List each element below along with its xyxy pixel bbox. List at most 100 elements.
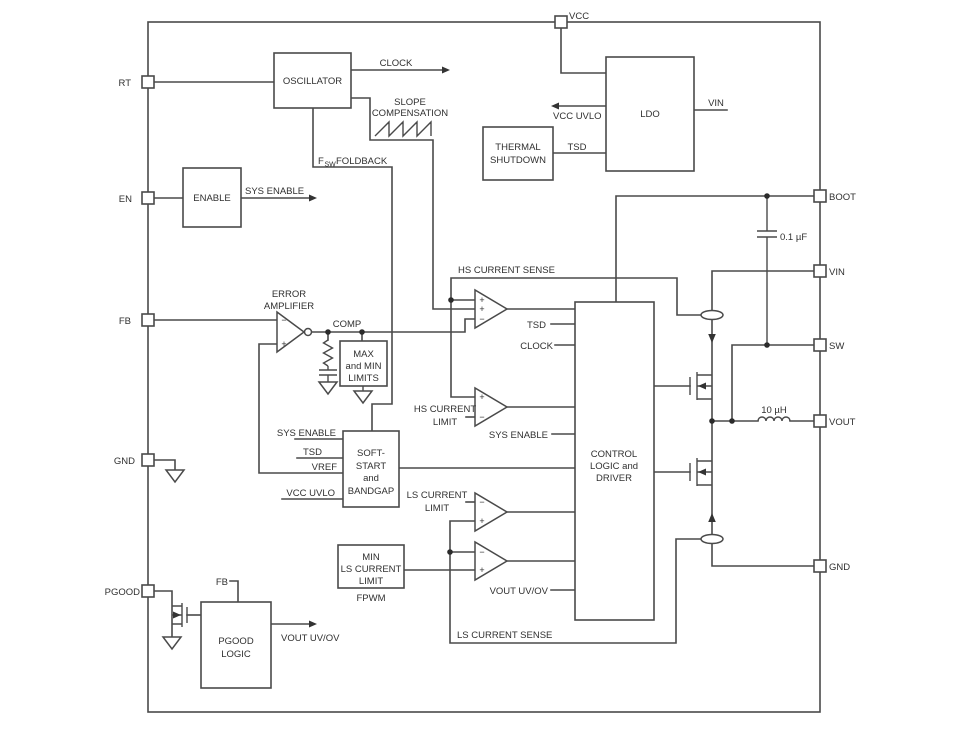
- inductor-label: 10 µH: [761, 405, 787, 416]
- ls-mosfet-icon: [689, 458, 712, 486]
- clock-label: CLOCK: [380, 58, 413, 69]
- tsd-ldo-label: TSD: [568, 142, 587, 153]
- pin-boot: [813, 189, 827, 203]
- error-amp-triangle: [276, 310, 306, 354]
- vcc-uvlo-arrow-icon: [551, 102, 559, 110]
- wire-boot: [615, 195, 815, 303]
- wire-slope-comp: [350, 97, 476, 310]
- ground-icon: [317, 381, 339, 396]
- wire-pgood-fb: [229, 580, 239, 603]
- error-amplifier: − +: [276, 310, 313, 354]
- pwm-comparator-triangle: [474, 288, 509, 330]
- max-min-limits-label: and MIN: [346, 361, 382, 372]
- oscillator-box: [273, 52, 352, 109]
- pgood-logic-label: PGOOD: [218, 636, 254, 647]
- pin-vout-label: VOUT: [829, 417, 856, 428]
- soft-start-bandgap-block: SOFT- START and BANDGAP: [342, 430, 400, 508]
- min-ls-limit-label: LS CURRENT: [341, 564, 402, 575]
- vout-uvov-arrow-icon: [309, 620, 317, 628]
- hs-current-arrow-icon: [708, 334, 716, 343]
- wire-gnd-left: [153, 459, 176, 471]
- fsw-foldback-label: F: [318, 156, 324, 167]
- ss-vcc-uvlo-label: VCC UVLO: [286, 488, 335, 499]
- ls-current-limit-comparator: − +: [474, 491, 509, 533]
- junction-dot: [448, 297, 454, 303]
- control-logic-label: LOGIC and: [590, 461, 638, 472]
- plus-sign: +: [479, 392, 484, 402]
- error-amp-output-bubble: [303, 327, 313, 337]
- pin-vin: [813, 264, 827, 278]
- pin-fb-label: FB: [119, 316, 131, 327]
- vin-ldo-label: VIN: [708, 98, 724, 109]
- plus-sign: +: [479, 516, 484, 526]
- minus-sign: −: [281, 315, 286, 325]
- oscillator-label: OSCILLATOR: [283, 76, 342, 87]
- pin-vcc-label: VCC: [569, 11, 589, 22]
- soft-start-bandgap-box: [342, 430, 400, 508]
- min-ls-limit-label: MIN: [362, 552, 380, 563]
- hs-mosfet-icon: [689, 372, 712, 400]
- pin-gnd-right: [813, 559, 827, 573]
- junction-dot: [764, 342, 770, 348]
- ldo-block: LDO: [605, 56, 695, 172]
- sys-enable-in-label: SYS ENABLE: [489, 430, 548, 441]
- fsw-foldback-label: FOLDBACK: [336, 156, 388, 167]
- soft-start-label: START: [356, 461, 386, 472]
- boot-capacitor-icon: [757, 196, 777, 345]
- pin-boot-label: BOOT: [829, 192, 856, 203]
- pin-pgood-label: PGOOD: [105, 587, 141, 598]
- sys-enable-arrow-icon: [309, 194, 317, 202]
- fsw-foldback-sub: SW: [325, 162, 337, 169]
- minus-sign: −: [479, 547, 484, 557]
- control-logic-box: [574, 301, 655, 621]
- hs-current-sense-label: HS CURRENT SENSE: [458, 265, 555, 276]
- junction-dots: [325, 193, 770, 555]
- pin-rt: [141, 75, 155, 89]
- clock-arrow-icon: [442, 66, 450, 74]
- min-ls-current-limit-box: [337, 544, 405, 589]
- pin-gnd-left-label: GND: [114, 456, 135, 467]
- control-logic-label: CONTROL: [591, 449, 637, 460]
- pin-rt-label: RT: [119, 78, 132, 89]
- pgood-vout-uvov-label: VOUT UV/OV: [281, 633, 340, 644]
- ls-current-limit-label: LIMIT: [425, 503, 449, 514]
- hs-current-limit-comparator: + −: [474, 386, 509, 428]
- capacitor-icon: [319, 366, 337, 382]
- minus-sign: −: [479, 497, 484, 507]
- junction-dot: [709, 418, 715, 424]
- minus-sign: −: [479, 412, 484, 422]
- max-min-limits-box: [339, 340, 388, 387]
- wires: [153, 27, 815, 644]
- ic-boundary: [147, 21, 821, 713]
- min-ls-current-limit-block: MIN LS CURRENT LIMIT: [337, 544, 405, 589]
- slope-comp-label: SLOPE: [394, 97, 426, 108]
- pwm-comparator: + + −: [474, 288, 509, 330]
- thermal-shutdown-box: [482, 126, 554, 181]
- clock-in-label: CLOCK: [520, 341, 553, 352]
- junction-dot: [729, 418, 735, 424]
- plus-sign: +: [479, 295, 484, 305]
- wire-sw: [731, 344, 815, 422]
- slope-comp-label: COMPENSATION: [372, 108, 448, 119]
- error-amp-label: AMPLIFIER: [264, 301, 314, 312]
- ground-symbols: [161, 381, 374, 651]
- control-logic-label: DRIVER: [596, 473, 632, 484]
- sys-enable-label: SYS ENABLE: [245, 186, 304, 197]
- wire-hs-limit-in: [450, 299, 476, 398]
- ss-sys-enable-label: SYS ENABLE: [277, 428, 336, 439]
- hs-fet-body-arrow-icon: [698, 382, 706, 390]
- pgood-fb-label: FB: [216, 577, 228, 588]
- soft-start-label: SOFT-: [357, 448, 385, 459]
- pgood-logic-block: PGOOD LOGIC: [200, 601, 272, 689]
- pin-vout: [813, 414, 827, 428]
- pin-vin-label: VIN: [829, 267, 845, 278]
- pin-sw-label: SW: [829, 341, 844, 352]
- sawtooth-icon: [374, 120, 432, 138]
- vout-uvov-in-label: VOUT UV/OV: [490, 586, 549, 597]
- wire-vcc: [560, 27, 607, 74]
- ldo-label: LDO: [640, 109, 660, 120]
- inductor-icon: [757, 416, 791, 422]
- ls-limit-triangle: [474, 491, 509, 533]
- wire-vref: [258, 343, 344, 474]
- wire-hs-sense: [450, 277, 702, 316]
